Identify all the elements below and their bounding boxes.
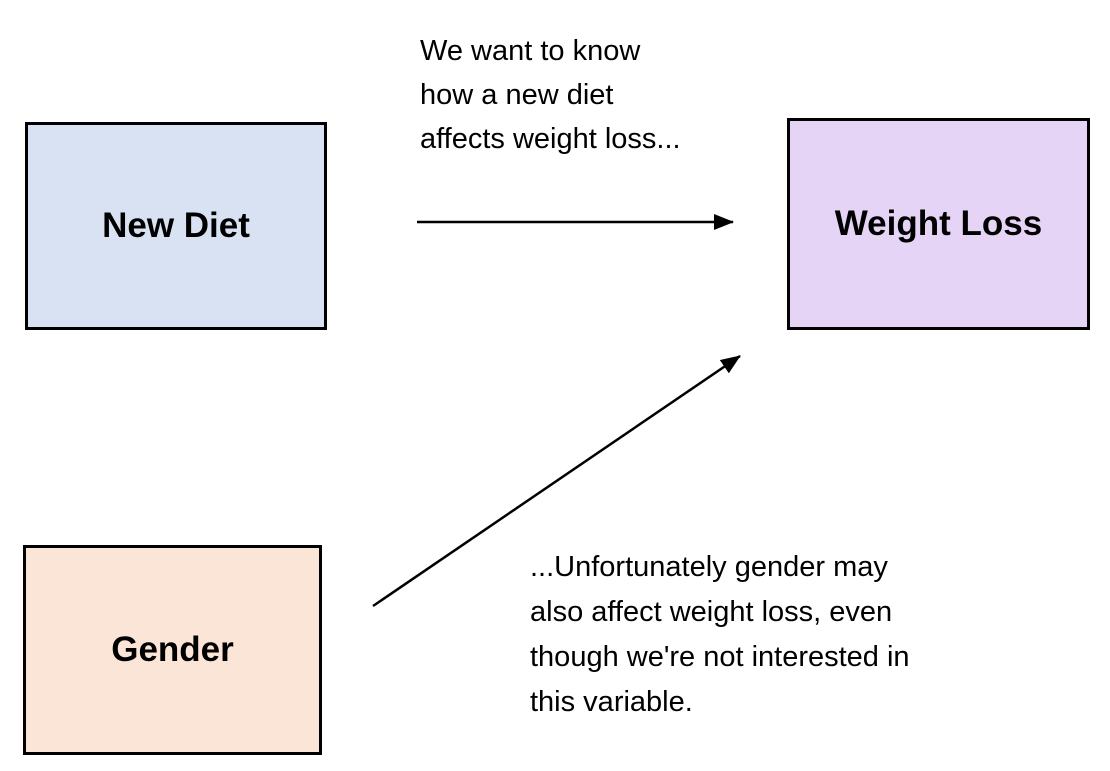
node-weight-loss-label: Weight Loss <box>834 204 1043 243</box>
node-weight-loss: Weight Loss <box>787 118 1090 330</box>
node-gender: Gender <box>23 545 322 755</box>
annotation-top-line-3: affects weight loss... <box>420 123 681 155</box>
node-new-diet-label: New Diet <box>102 206 250 245</box>
annotation-bottom-line-2: also affect weight loss, even <box>530 596 893 628</box>
annotation-top-line-2: how a new diet <box>420 79 614 111</box>
annotation-bottom: ...Unfortunately gender may also affect … <box>530 545 910 725</box>
node-new-diet: New Diet <box>25 122 327 330</box>
annotation-top-line-1: We want to know <box>420 35 641 67</box>
annotation-bottom-line-1: ...Unfortunately gender may <box>530 551 888 583</box>
node-gender-label: Gender <box>111 630 234 669</box>
annotation-bottom-line-3: though we're not interested in <box>530 641 910 673</box>
annotation-bottom-line-4: this variable. <box>530 686 693 718</box>
annotation-top: We want to know how a new diet affects w… <box>420 29 681 161</box>
